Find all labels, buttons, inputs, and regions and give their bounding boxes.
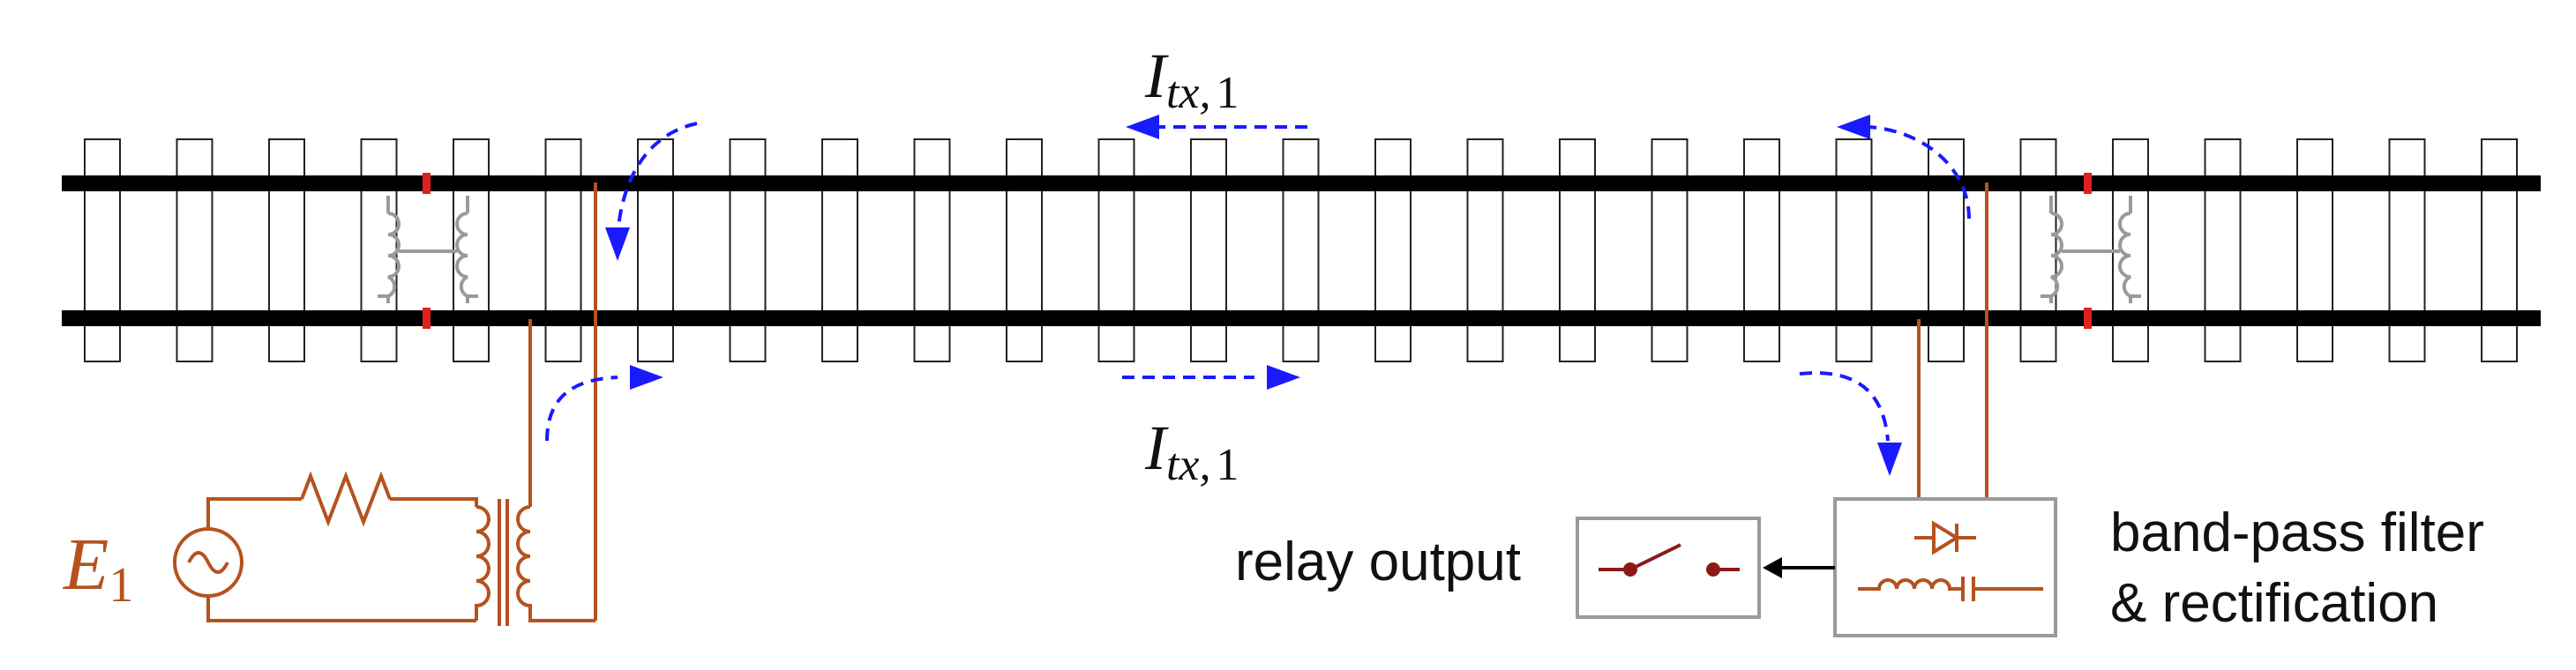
sleeper: [1006, 138, 1043, 362]
sleeper: [821, 138, 858, 362]
sleeper: [2481, 138, 2518, 362]
sleeper: [1743, 138, 1780, 362]
sleeper: [1282, 138, 1320, 362]
filter-label-line2: & rectification: [2110, 573, 2438, 634]
resistor-icon: [300, 471, 392, 527]
capacitor-icon: [1961, 577, 2043, 601]
sleeper: [360, 138, 398, 362]
sleeper: [1559, 138, 1596, 362]
insulated-joint-right-top: [2084, 173, 2092, 194]
current-arrows: [545, 122, 1971, 442]
sleeper: [2204, 138, 2242, 362]
top-rail: [62, 175, 2541, 191]
relay-signal-arrow: [1763, 557, 1835, 578]
sleeper: [84, 138, 121, 362]
sleeper: [2388, 138, 2426, 362]
current-label-bottom: Itx,1: [1144, 413, 1239, 490]
sleeper: [1097, 138, 1135, 362]
source-label: E1: [63, 524, 133, 613]
receiver-circuit: [1917, 182, 1988, 499]
switch-icon: [1599, 543, 1740, 577]
insulated-joint-right-bottom: [2084, 308, 2092, 329]
sleeper: [729, 138, 767, 362]
sleeper: [176, 138, 213, 362]
filter-box: [1833, 497, 2057, 637]
diode-icon: [1914, 520, 1976, 555]
sleeper: [1651, 138, 1689, 362]
sleeper: [637, 138, 674, 362]
sleeper: [2019, 138, 2057, 362]
current-arrow-return-top: [1868, 125, 1971, 220]
sleeper: [2296, 138, 2333, 362]
current-arrowheads: [605, 115, 1902, 476]
sleeper: [1374, 138, 1412, 362]
sleeper: [268, 138, 305, 362]
bottom-rail: [62, 310, 2541, 326]
transmitter-circuit: [173, 182, 597, 626]
sleeper: [1190, 138, 1227, 362]
sleeper: [1835, 138, 1873, 362]
insulated-joint-left-bottom: [423, 308, 431, 329]
inductor-icon: [1858, 578, 1963, 591]
sleeper: [913, 138, 951, 362]
impedance-bond-icon: [378, 196, 478, 303]
current-arrow-injection-bottom: [545, 376, 618, 442]
current-arrow-return-bottom: [1799, 371, 1890, 442]
sleeper: [544, 138, 582, 362]
transformer-icon: [516, 505, 595, 622]
impedance-bond-icon: [2041, 196, 2141, 303]
current-label-top: Itx,1: [1144, 41, 1239, 118]
relay-output-label: relay output: [1235, 532, 1521, 592]
current-arrow-injection-top: [616, 122, 698, 237]
insulated-joints: [423, 173, 2092, 329]
insulated-joint-left-top: [423, 173, 431, 194]
filter-label-line1: band-pass filter: [2110, 502, 2484, 563]
sleeper: [1928, 138, 1965, 362]
sleeper: [1466, 138, 1504, 362]
